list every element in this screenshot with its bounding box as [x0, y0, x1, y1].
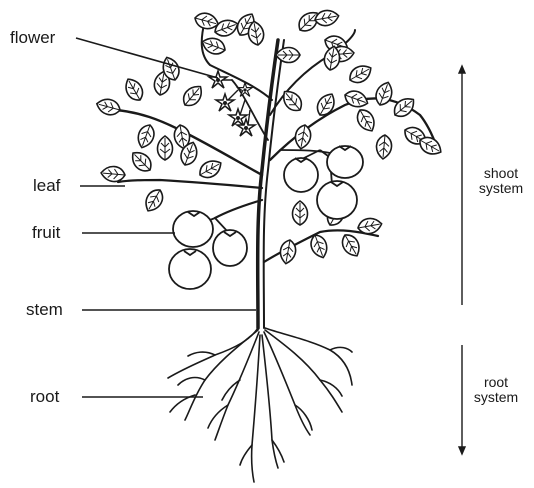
- roots-drawing: [168, 328, 352, 482]
- shoot-system-line1: shoot: [471, 166, 531, 181]
- label-fruit: fruit: [32, 223, 60, 243]
- label-flower: flower: [10, 28, 55, 48]
- shoot-system-label: shoot system: [471, 166, 531, 196]
- root-system-label: root system: [466, 375, 526, 405]
- label-stem: stem: [26, 300, 63, 320]
- fruits-drawing: [169, 146, 363, 289]
- leader-line-flower: [76, 38, 218, 78]
- label-leaf: leaf: [33, 176, 60, 196]
- root-system-line1: root: [466, 375, 526, 390]
- leaves-drawing: [95, 8, 445, 265]
- system-brackets: [459, 66, 465, 454]
- shoot-system-line2: system: [471, 181, 531, 196]
- root-system-line2: system: [466, 390, 526, 405]
- label-root: root: [30, 387, 59, 407]
